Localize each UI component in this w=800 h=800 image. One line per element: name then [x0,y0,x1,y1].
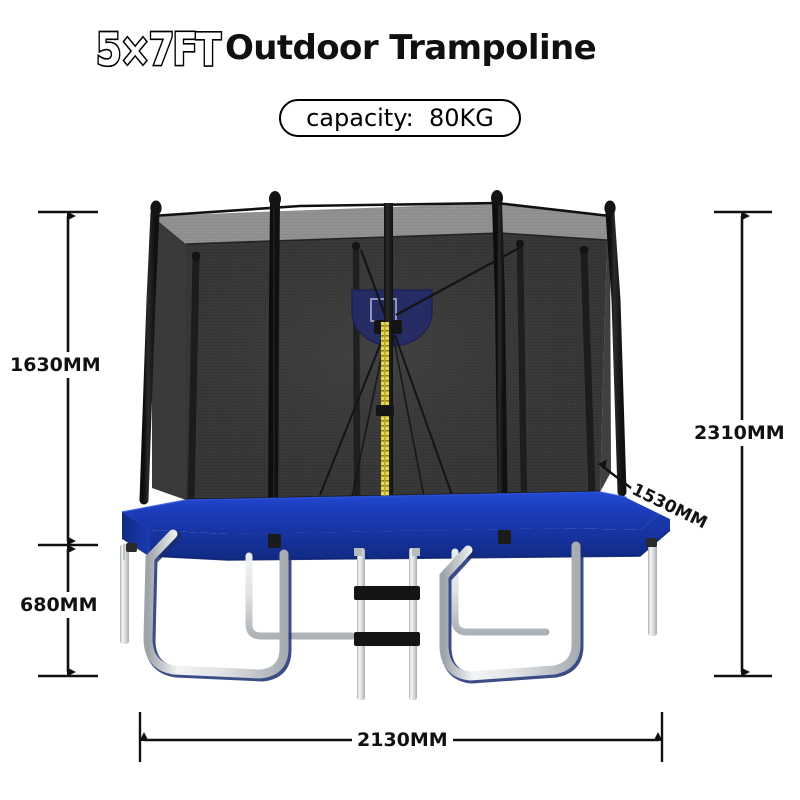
dim-label-total-height: 2310MM [692,420,787,446]
ladder-step [354,586,420,600]
dim-label-width: 2130MM [352,728,453,752]
support-legs [120,529,657,684]
ladder-step [354,632,420,646]
capacity-label: capacity: 80KG [306,104,494,132]
page-title: Outdoor Trampoline [225,28,597,68]
front-poles [139,190,627,545]
leg-brackets [126,530,657,552]
dim-label-net-height: 1630MM [8,352,103,378]
size-badge: 5×7FT [95,24,223,77]
net-support-cables [319,247,520,498]
frame-pad [121,491,671,561]
ladder [354,548,420,700]
net-zipper [376,322,394,502]
rear-poles [187,239,596,504]
dim-label-frame-height: 680MM [18,592,100,618]
header: 5×7FT Outdoor Trampoline capacity: 80KG [0,0,800,150]
capacity-badge: capacity: 80KG [279,99,521,137]
